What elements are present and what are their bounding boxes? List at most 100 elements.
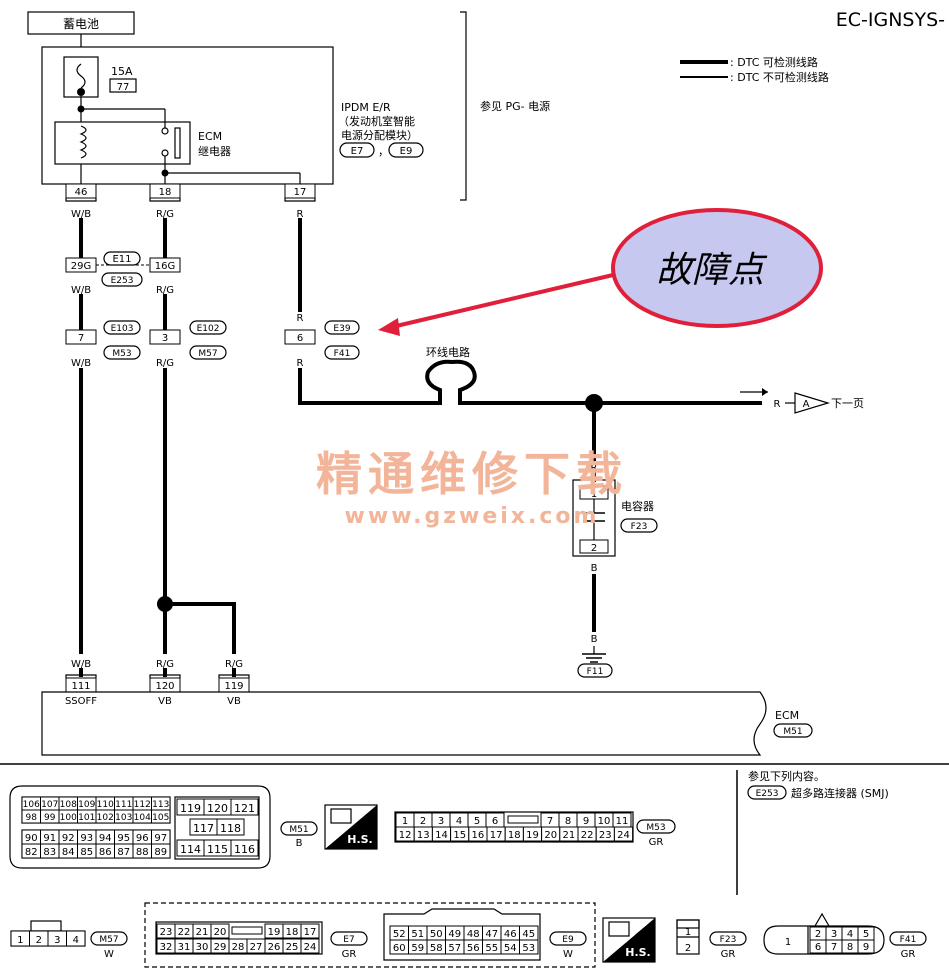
connector-pin-number: 1 [402, 816, 408, 827]
connector-pin-number: 95 [117, 833, 130, 844]
connector-pin-number: 51 [411, 929, 424, 940]
loop-circuit [425, 359, 477, 405]
connector-pin-number: 29 [214, 942, 227, 953]
joint2-conn-l-top: E103 [111, 324, 134, 334]
connector-pin-number: 97 [154, 833, 167, 844]
wire-color-wb-2: W/B [71, 285, 91, 296]
connector-pin-number: 45 [522, 929, 535, 940]
svg-text:6: 6 [297, 333, 303, 344]
ipdm-desc1: （发动机室智能 [338, 114, 415, 128]
connector-pin-number: 87 [117, 847, 130, 858]
svg-text:119: 119 [224, 681, 243, 692]
connector-pin-number: 108 [60, 800, 77, 810]
svg-text:7: 7 [78, 333, 84, 344]
connector-pin-number: 3 [54, 935, 60, 946]
connector-pin-number: 57 [448, 943, 461, 954]
connector-pin-number: 103 [115, 813, 132, 823]
connector-pin-number: 9 [583, 816, 589, 827]
connector-pin-number: 93 [80, 833, 93, 844]
next-page-symbol: A [803, 399, 810, 410]
connector-pin-number: 13 [417, 830, 430, 841]
connector-pin-number: 26 [268, 942, 281, 953]
wire-color-r-2: R [297, 313, 304, 324]
connector-pin-number: 105 [152, 813, 169, 823]
connector-pin-number: 100 [60, 813, 77, 823]
watermark-cn: 精通维修下载 [316, 447, 628, 501]
connector-pin-number: 56 [467, 943, 480, 954]
connector-pin-number: 120 [207, 802, 228, 815]
wire-color-r-1: R [297, 209, 304, 220]
relay-coil-icon [79, 125, 87, 159]
reference-title: 参见下列内容。 [748, 769, 825, 783]
connector-pin-number: 5 [863, 929, 869, 940]
joint2-conn-l-bottom: M53 [112, 349, 131, 359]
wire-color-r-cap: R [591, 463, 598, 474]
reference-conn: E253 [756, 789, 779, 799]
connector-pin-cell [300, 938, 320, 954]
connector-key-slot [231, 926, 263, 935]
loop-label: 环线电路 [426, 345, 470, 359]
connector-pin-number: 15 [453, 830, 466, 841]
relay-box [54, 121, 191, 165]
relay-desc: 继电器 [198, 145, 231, 158]
svg-text:1: 1 [685, 927, 691, 938]
connector-pin-number: 2 [420, 816, 426, 827]
diagram-code: EC-IGNSYS- [836, 9, 945, 31]
svg-text:VB: VB [227, 696, 241, 707]
connector-pin-number: 31 [178, 942, 191, 953]
connector-pin-number: 18 [508, 830, 521, 841]
connector-pin-number: 112 [134, 800, 151, 810]
connector-pin-number: 83 [43, 847, 56, 858]
wire-color-b-2: B [591, 634, 598, 645]
connector-pin-number: 48 [467, 929, 480, 940]
connector-pin-number: 24 [617, 830, 630, 841]
svg-text:120: 120 [155, 681, 174, 692]
connector-pin-number: 3 [438, 816, 444, 827]
joint1-pin-right [149, 257, 181, 273]
connector-pin-number: 53 [522, 943, 535, 954]
connector-pin-number: 59 [411, 943, 424, 954]
m57-color: W [104, 949, 114, 960]
connector-pin-number: 92 [62, 833, 75, 844]
wire-color-rg-3: R/G [156, 358, 174, 369]
connector-pin-number: 121 [234, 802, 255, 815]
ipdm-ref: 参见 PG- 电源 [480, 99, 550, 113]
ipdm-conn1: E7 [351, 146, 364, 157]
connector-f23: 1 2 [676, 919, 700, 955]
wire-color-wb-3: W/B [71, 358, 91, 369]
e9-name: E9 [562, 935, 574, 945]
callout-arrow [391, 273, 614, 329]
connector-pin-cell [230, 839, 259, 857]
connector-pin-number: 22 [581, 830, 594, 841]
ground-conn: F11 [587, 667, 604, 677]
relay-switch-icon [174, 127, 181, 159]
connector-pin-number: 3 [831, 929, 837, 940]
svg-text:SSOFF: SSOFF [65, 696, 97, 707]
connector-pin-number: 111 [115, 800, 132, 810]
connector-pin-number: 117 [193, 822, 214, 835]
connector-pin-number: 6 [815, 942, 821, 953]
connector-pin-number: 5 [474, 816, 480, 827]
connector-pin-number: 6 [492, 816, 498, 827]
fuse-icon [76, 63, 86, 89]
m51-color: B [296, 838, 303, 849]
connector-pin-number: 14 [435, 830, 448, 841]
connector-pin-number: 49 [448, 929, 461, 940]
connector-pin-number: 96 [136, 833, 149, 844]
connector-pin-number: 50 [430, 929, 443, 940]
connector-pin-number: 17 [490, 830, 503, 841]
m53-name: M53 [646, 823, 665, 833]
connector-pin-number: 99 [44, 813, 56, 823]
fuse-rating: 15A [111, 65, 133, 78]
connector-pin-number: 25 [286, 942, 299, 953]
svg-text:18: 18 [159, 187, 172, 198]
ipdm-conn-sep: ， [378, 145, 389, 158]
connector-pin-number: 84 [62, 847, 75, 858]
connector-pin-number: 19 [526, 830, 539, 841]
connector-pin-number: 98 [26, 813, 38, 823]
capacitor-label: 电容器 [621, 499, 654, 513]
svg-text:29G: 29G [71, 261, 91, 272]
